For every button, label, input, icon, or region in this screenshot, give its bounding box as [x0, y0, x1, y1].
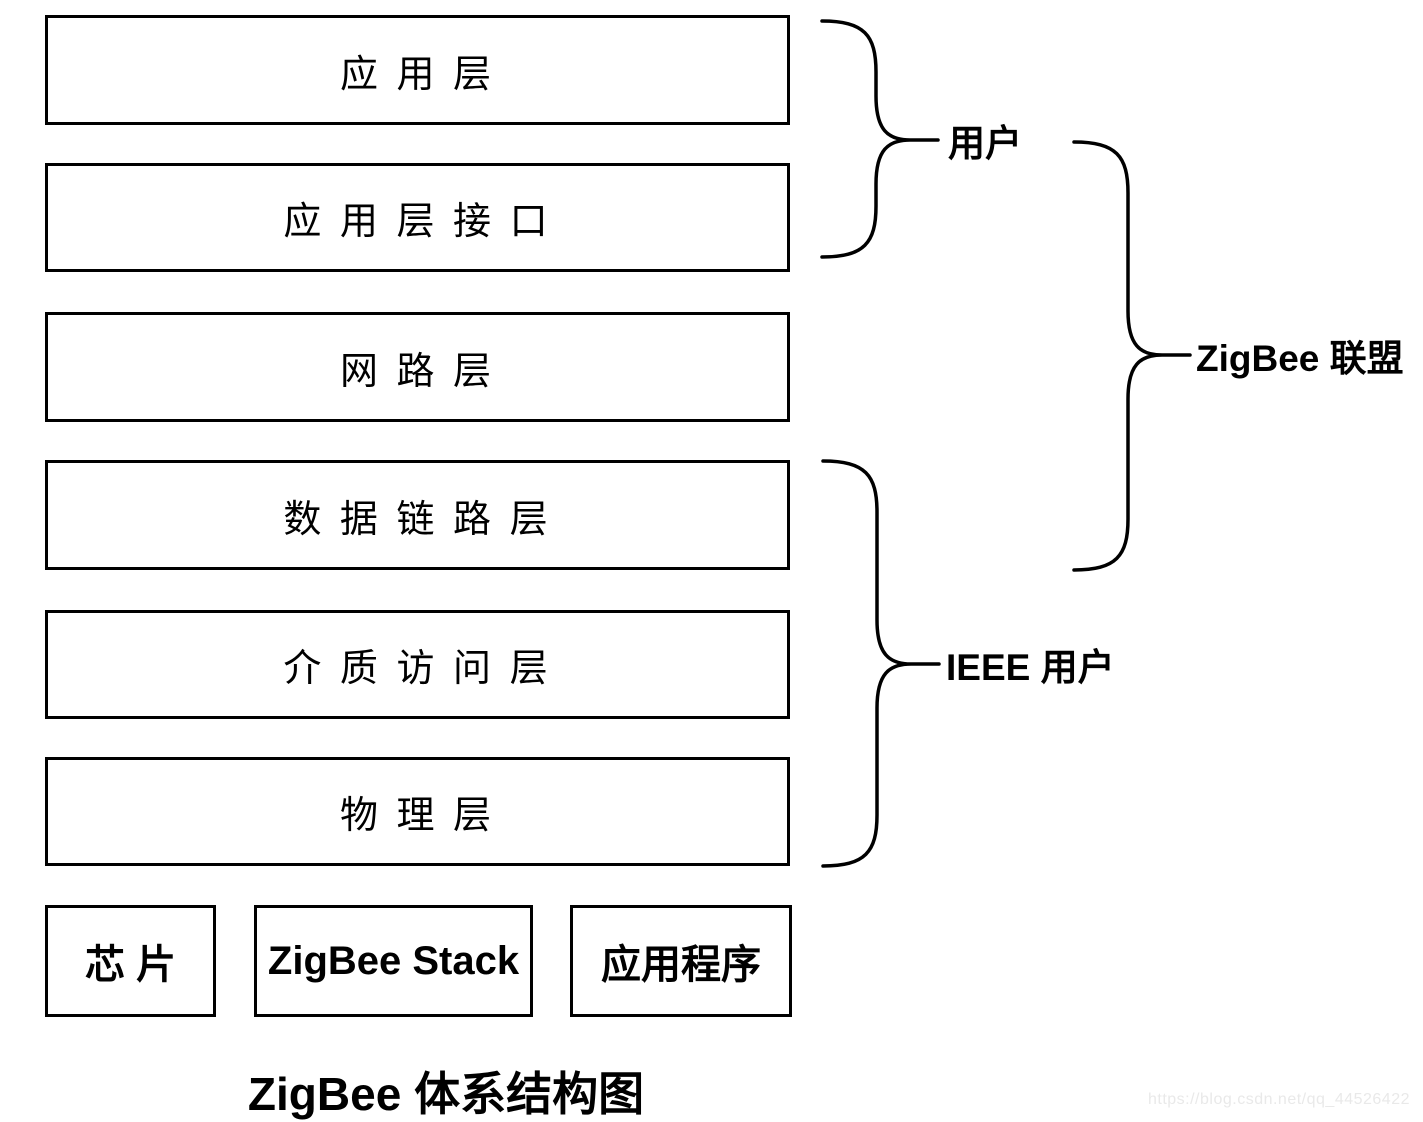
- brace-label-zigbee-alliance: ZigBee 联盟: [1196, 338, 1404, 379]
- brace-label-user: 用户: [948, 123, 1022, 164]
- brace-zigbee-alliance-icon: [1072, 140, 1192, 572]
- layer-box-data-link: 数 据 链 路 层: [45, 460, 790, 570]
- layer-label: 介 质 访 问 层: [283, 648, 552, 690]
- component-box-application: 应用程序: [570, 905, 792, 1017]
- component-box-zigbee-stack: ZigBee Stack: [254, 905, 533, 1017]
- layer-label: 应 用 层: [339, 53, 496, 96]
- brace-ieee-user-icon: [821, 459, 941, 868]
- layer-box-application-interface: 应 用 层 接 口: [45, 163, 790, 272]
- layer-box-network: 网 路 层: [45, 312, 790, 422]
- layer-label: 物 理 层: [339, 795, 496, 837]
- brace-label-ieee-user: IEEE 用户: [946, 647, 1115, 688]
- component-label: ZigBee Stack: [267, 938, 520, 983]
- layer-box-application: 应 用 层: [45, 15, 790, 125]
- layer-label: 应 用 层 接 口: [283, 201, 552, 243]
- diagram-title: ZigBee 体系结构图: [247, 1068, 645, 1120]
- layer-label: 网 路 层: [339, 350, 496, 393]
- layer-label: 数 据 链 路 层: [283, 498, 552, 541]
- component-label: 应用程序: [601, 943, 761, 987]
- component-label: 芯 片: [84, 943, 177, 987]
- component-box-chip: 芯 片: [45, 905, 216, 1017]
- watermark-url: https://blog.csdn.net/qq_44526422: [1147, 1091, 1410, 1108]
- brace-user-icon: [820, 19, 940, 259]
- layer-box-physical: 物 理 层: [45, 757, 790, 866]
- layer-box-medium-access: 介 质 访 问 层: [45, 610, 790, 719]
